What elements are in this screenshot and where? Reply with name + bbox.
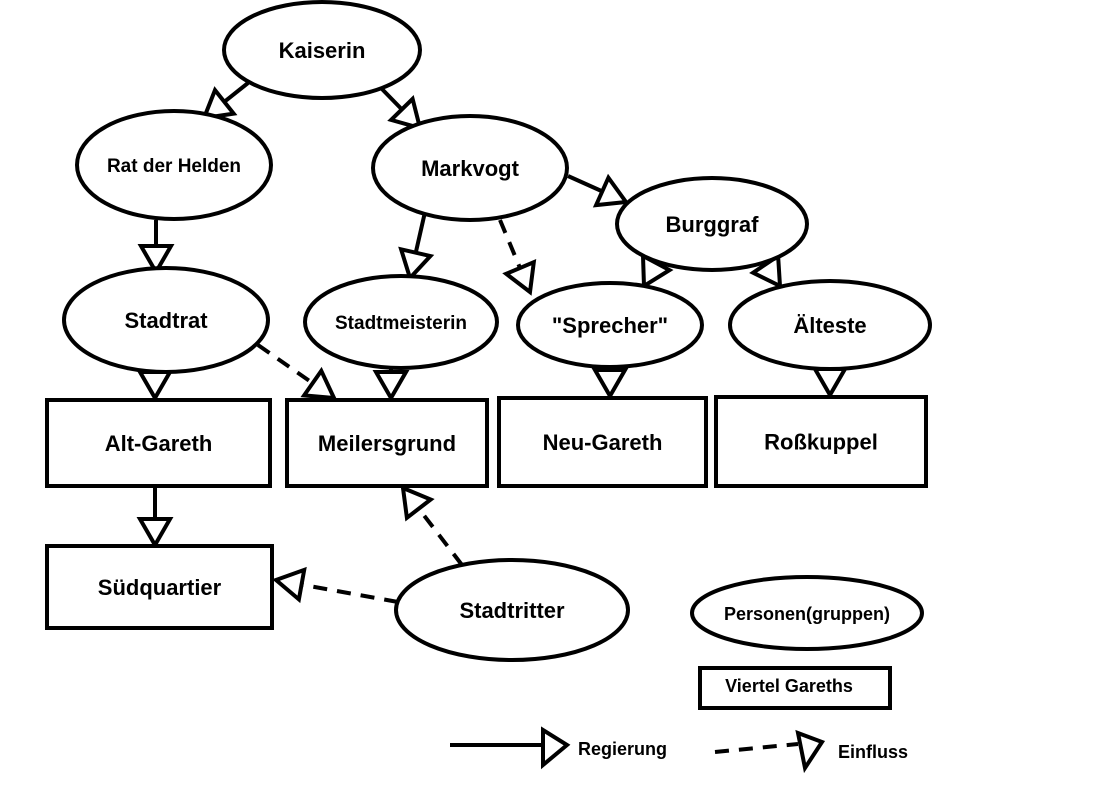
arrowhead xyxy=(591,368,629,401)
node-aelteste-label: Älteste xyxy=(793,313,866,338)
arrowhead xyxy=(300,366,338,401)
node-alt-gareth: Alt-Gareth xyxy=(45,398,272,488)
node-neu-gareth-shape xyxy=(497,396,708,488)
node-stadtmeisterin-shape xyxy=(303,274,499,370)
legend-district-label: Viertel Gareths xyxy=(725,676,853,696)
legend-solid-arrowhead xyxy=(541,726,571,770)
node-meilersgrund-label: Meilersgrund xyxy=(318,431,456,456)
node-rat: Rat der Helden xyxy=(75,109,273,221)
node-stadtmeisterin-label: Stadtmeisterin xyxy=(335,313,467,334)
node-stadtritter-shape xyxy=(394,558,630,662)
legend-dashed-label: Einfluss xyxy=(838,742,908,762)
node-markvogt-label: Markvogt xyxy=(421,156,519,181)
node-stadtrat-label: Stadtrat xyxy=(124,308,208,333)
node-stadtritter-label: Stadtritter xyxy=(459,598,565,623)
node-rosskuppel: Roßkuppel xyxy=(714,395,928,488)
arrowhead xyxy=(137,244,175,277)
edge-markvogt-to-burggraf xyxy=(567,173,630,208)
node-stadtrat-shape xyxy=(62,266,270,374)
edge-rat-to-stadtrat xyxy=(137,220,175,277)
node-neu-gareth-label: Neu-Gareth xyxy=(543,430,663,455)
arrowhead xyxy=(372,370,410,403)
node-rosskuppel-shape xyxy=(714,395,928,488)
legend-district-rect xyxy=(698,666,892,710)
edge-alt-gareth-to-suedquartier xyxy=(136,488,174,550)
arrowhead xyxy=(592,173,630,208)
arrowhead xyxy=(272,566,307,604)
node-markvogt-shape xyxy=(371,114,569,222)
edge-kaiserin-to-rat xyxy=(200,81,250,121)
node-neu-gareth: Neu-Gareth xyxy=(497,396,708,488)
node-rat-label: Rat der Helden xyxy=(107,156,241,177)
legend: Personen(gruppen) Viertel Gareths Regier… xyxy=(450,575,924,774)
edge-line-dashed xyxy=(301,582,399,604)
legend-dashed-arrowhead xyxy=(795,729,826,774)
arrowhead xyxy=(400,484,435,522)
node-markvogt: Markvogt xyxy=(371,114,569,222)
arrowhead xyxy=(398,246,435,282)
edge-kaiserin-to-markvogt xyxy=(378,85,423,131)
arrowhead xyxy=(136,517,174,550)
node-alt-gareth-shape xyxy=(45,398,272,488)
node-suedquartier-label: Südquartier xyxy=(98,575,222,600)
arrowhead xyxy=(387,95,423,131)
edge-line-dashed xyxy=(256,343,314,385)
edge-line-solid xyxy=(413,211,427,254)
node-kaiserin: Kaiserin xyxy=(222,0,422,100)
edge-aelteste-to-rosskuppel xyxy=(811,367,849,400)
edge-line-solid xyxy=(223,81,250,104)
node-meilersgrund-shape xyxy=(285,398,489,488)
edge-stadtrat-to-meilersgrund xyxy=(256,343,338,401)
node-kaiserin-label: Kaiserin xyxy=(279,38,366,63)
arrowhead xyxy=(136,370,174,403)
node-burggraf: Burggraf xyxy=(615,176,809,272)
node-kaiserin-shape xyxy=(222,0,422,100)
node-rosskuppel-label: Roßkuppel xyxy=(764,429,878,454)
arrowhead xyxy=(749,252,783,290)
node-stadtritter: Stadtritter xyxy=(394,558,630,662)
legend-dashed-line xyxy=(714,742,799,754)
edge-line-solid xyxy=(567,174,604,194)
edge-sprecher-to-neu-gareth xyxy=(591,366,629,401)
node-burggraf-label: Burggraf xyxy=(666,212,760,237)
edge-stadtmeisterin-to-meilersgrund xyxy=(372,368,410,403)
edge-markvogt-to-stadtmeisterin xyxy=(398,211,435,282)
legend-person-label: Personen(gruppen) xyxy=(724,604,890,624)
edge-stadtrat-to-alt-gareth xyxy=(136,370,174,403)
edge-stadtritter-to-suedquartier xyxy=(272,566,399,604)
edge-line-dashed xyxy=(498,219,522,269)
node-burggraf-shape xyxy=(615,176,809,272)
node-meilersgrund: Meilersgrund xyxy=(285,398,489,488)
node-suedquartier-shape xyxy=(45,544,274,630)
node-sprecher: "Sprecher" xyxy=(516,281,704,369)
node-aelteste-shape xyxy=(728,279,932,371)
legend-person-ellipse xyxy=(690,575,924,651)
arrowhead xyxy=(502,259,537,296)
edge-line-solid xyxy=(378,85,404,111)
node-stadtmeisterin: Stadtmeisterin xyxy=(303,274,499,370)
node-sprecher-shape xyxy=(516,281,704,369)
node-aelteste: Älteste xyxy=(728,279,932,371)
legend-solid-label: Regierung xyxy=(578,739,667,759)
node-suedquartier: Südquartier xyxy=(45,544,274,630)
node-stadtrat: Stadtrat xyxy=(62,266,270,374)
node-rat-shape xyxy=(75,109,273,221)
edge-stadtritter-to-meilersgrund xyxy=(400,484,464,567)
edge-markvogt-to-sprecher xyxy=(498,219,537,296)
edge-line-dashed xyxy=(417,507,464,567)
arrowhead xyxy=(811,367,849,400)
node-alt-gareth-label: Alt-Gareth xyxy=(105,431,213,456)
node-sprecher-label: "Sprecher" xyxy=(552,313,668,338)
